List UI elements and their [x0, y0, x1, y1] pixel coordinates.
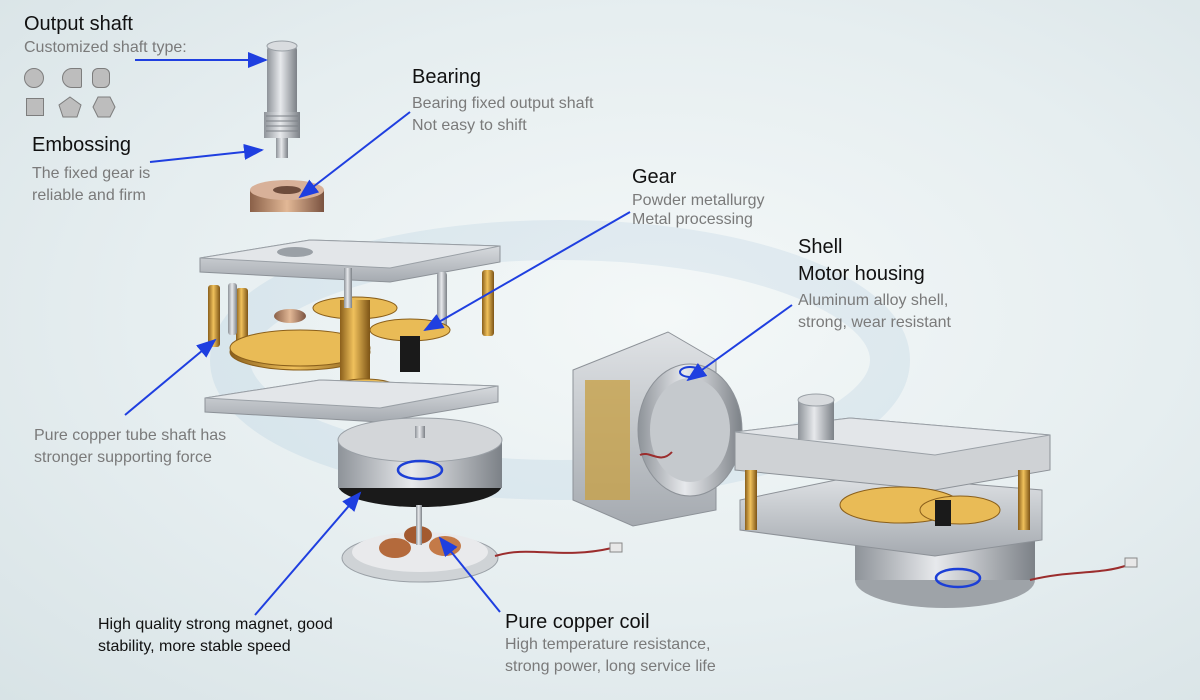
shell-line-2: strong, wear resistant: [798, 314, 951, 331]
embossing-line-2: reliable and firm: [32, 187, 146, 204]
d-cut-shape-icon: [62, 68, 82, 88]
magnet-line-2: stability, more stable speed: [98, 638, 291, 655]
hexagon-shape-icon: [92, 96, 116, 118]
coil-line-1: High temperature resistance,: [505, 636, 711, 653]
motor-can-part: [337, 417, 503, 507]
coil-title: Pure copper coil: [505, 611, 650, 633]
background-watermark-logo: [210, 220, 910, 500]
shaft-shape-options: [24, 68, 124, 120]
bearing-line-2: Not easy to shift: [412, 117, 527, 134]
gear-line-1: Powder metallurgy: [632, 192, 765, 209]
shell-title-line-2: Motor housing: [798, 263, 925, 285]
magnet-line-1: High quality strong magnet, good: [98, 616, 333, 633]
arrow-copper-tube: [124, 338, 217, 416]
bearing-line-1: Bearing fixed output shaft: [412, 95, 594, 112]
double-d-shape-icon: [92, 68, 110, 88]
output-shaft-subtitle: Customized shaft type:: [24, 39, 187, 56]
shell-title-line-1: Shell: [798, 236, 843, 258]
coil-line-2: strong power, long service life: [505, 658, 716, 675]
output-shaft-part: [264, 40, 300, 158]
bottom-plate-part: [204, 379, 499, 423]
bearing-title: Bearing: [412, 66, 481, 88]
arrow-embossing: [149, 143, 264, 163]
arrow-magnet: [254, 491, 362, 616]
gear-line-2: Metal processing: [632, 211, 753, 228]
arrow-coil: [438, 536, 501, 613]
embossing-title: Embossing: [32, 134, 131, 156]
pentagon-shape-icon: [58, 96, 82, 118]
arrow-shell: [686, 304, 793, 382]
top-plate-part: [199, 239, 501, 283]
shell-motor-part: [572, 331, 743, 527]
copper-tube-line-1: Pure copper tube shaft has: [34, 427, 227, 444]
gear-title: Gear: [632, 166, 677, 188]
square-shape-icon: [26, 98, 44, 116]
output-shaft-title: Output shaft: [24, 13, 133, 35]
shell-line-1: Aluminum alloy shell,: [798, 292, 949, 309]
circle-shape-icon: [24, 68, 44, 88]
arrow-gear: [423, 211, 631, 331]
arrow-bearing: [298, 111, 411, 199]
assembled-motor-part: [734, 393, 1138, 608]
copper-tube-line-2: stronger supporting force: [34, 449, 212, 466]
embossing-line-1: The fixed gear is: [32, 165, 151, 182]
